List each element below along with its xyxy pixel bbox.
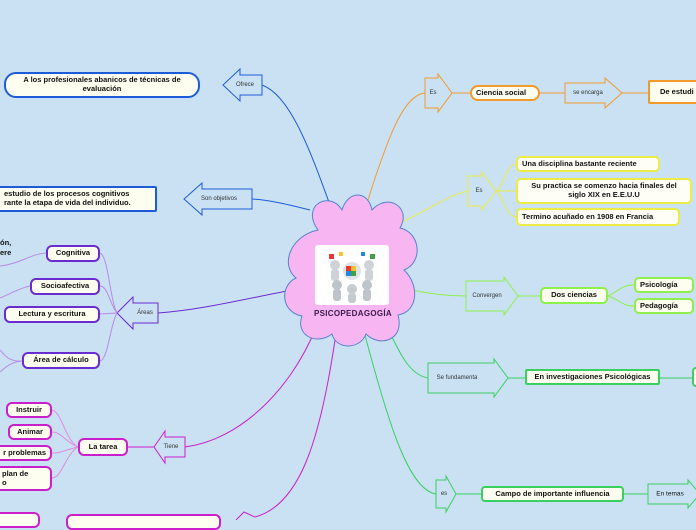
central-topic[interactable]: PSICOPEDAGOGÍA — [314, 309, 392, 318]
node-cut-bottom-left[interactable] — [0, 512, 40, 528]
node-campo-influencia[interactable]: Campo de importante influencia — [481, 486, 624, 502]
arrow-es2 — [467, 170, 497, 212]
wire-es3 — [364, 334, 437, 495]
connector-se-fundamenta[interactable]: Se fundamenta — [436, 375, 478, 381]
node-cognitive-study-line1: estudio de los procesos cognitivos — [4, 189, 130, 199]
node-area-socioafectiva[interactable]: Socioafectiva — [30, 278, 100, 295]
node-area-calculo[interactable]: Área de cálculo — [22, 352, 100, 369]
connector-es-2[interactable]: Es — [475, 188, 483, 194]
node-disciplina-reciente[interactable]: Una disciplina bastante reciente — [516, 156, 660, 172]
connector-tiene[interactable]: Tiene — [163, 444, 179, 450]
puzzle-people-icon — [329, 252, 375, 303]
arrow-objetivos — [183, 181, 253, 217]
node-cognitive-study[interactable]: estudio de los procesos cognitivos rante… — [0, 186, 157, 212]
connector-es-3[interactable]: es — [440, 491, 448, 497]
connector-ofrece[interactable]: Ofrece — [235, 82, 255, 88]
node-la-tarea[interactable]: La tarea — [78, 438, 128, 456]
node-ciencia-social[interactable]: Ciencia social — [470, 85, 540, 101]
node-plan[interactable]: plan de o — [0, 466, 52, 491]
node-cut-right[interactable] — [692, 367, 696, 387]
node-psicologia[interactable]: Psicología — [634, 277, 694, 293]
arrow-ofrece — [222, 67, 263, 103]
wire-areas — [157, 289, 293, 314]
connector-son-objetivos[interactable]: Son objetivos — [200, 196, 238, 202]
wire-objetivos — [251, 198, 311, 211]
cut-text-1: ón, — [0, 238, 12, 247]
connector-areas[interactable]: Áreas — [137, 310, 153, 316]
cut-text-2: ere — [0, 248, 12, 257]
wire-es — [367, 92, 426, 201]
arrow-areas — [116, 295, 159, 331]
node-instruir[interactable]: Instruir — [6, 402, 52, 418]
node-cognitive-study-line2: rante la etapa de vida del individuo. — [4, 198, 131, 207]
wire-bottom-magenta — [254, 339, 336, 518]
node-investigaciones-psicologicas[interactable]: En investigaciones Psicológicas — [525, 369, 660, 385]
node-cut-bottom[interactable] — [66, 514, 221, 530]
node-practica-siglo-xix[interactable]: Su practica se comenzo hacia finales del… — [516, 178, 692, 204]
center-image — [315, 245, 389, 305]
connector-convergen[interactable]: Convergen — [472, 293, 502, 299]
node-termino-1908[interactable]: Termino acuñado en 1908 en Francia — [516, 208, 680, 226]
arrow-fundamenta — [427, 357, 509, 399]
wire-convergen — [411, 289, 467, 297]
node-area-cognitiva[interactable]: Cognitiva — [46, 245, 100, 262]
arrow-convergen — [465, 275, 519, 317]
connector-en-temas[interactable]: En temas — [656, 490, 684, 498]
wire-tiene — [184, 329, 316, 448]
wire-ofrece — [261, 84, 331, 206]
connector-es[interactable]: Es — [429, 90, 437, 96]
arrow-es3 — [435, 474, 457, 514]
node-dos-ciencias[interactable]: Dos ciencias — [540, 287, 608, 304]
arrow-es — [424, 72, 453, 114]
connector-se-encarga[interactable]: se encarga — [573, 90, 603, 96]
wire-es2 — [394, 190, 471, 226]
arrow-entemas — [647, 478, 696, 510]
node-plan-line1: plan de — [2, 468, 29, 478]
node-area-lectura-escritura[interactable]: Lectura y escritura — [4, 306, 100, 323]
node-animar[interactable]: Animar — [8, 424, 52, 440]
node-evaluation-techniques[interactable]: A los profesionales abanicos de técnicas… — [4, 72, 200, 98]
node-plan-line2: o — [2, 477, 7, 487]
node-de-estudio[interactable]: De estudi — [648, 80, 696, 104]
node-pedagogia[interactable]: Pedagogía — [634, 298, 694, 314]
node-resolver-problemas[interactable]: r problemas — [0, 445, 52, 461]
arrow-tiene — [153, 429, 186, 465]
arrow-encarga — [564, 76, 623, 110]
